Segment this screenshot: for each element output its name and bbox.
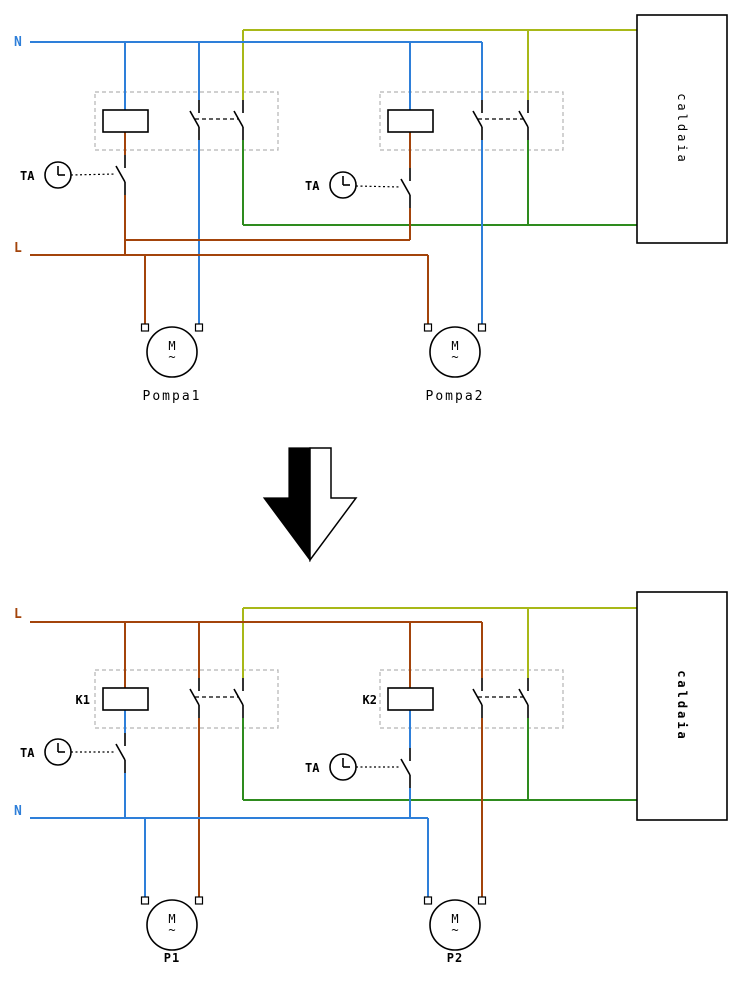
motor-letter: M — [168, 912, 175, 926]
motor-pump2: M ~ P2 — [423, 896, 487, 965]
thermostat2-switch — [400, 168, 411, 208]
line-wires — [30, 132, 429, 324]
relay-k1-no-contact-motor — [189, 678, 200, 718]
boiler-return-wires — [242, 718, 637, 801]
motor-pump1: M ~ Pompa1 — [140, 323, 204, 404]
motor-wave: ~ — [451, 923, 458, 937]
motor-wave: ~ — [451, 350, 458, 364]
relay2-no-contact-boiler — [518, 100, 529, 140]
clock-icon — [44, 161, 72, 189]
relay-k1-no-contact-boiler — [233, 678, 244, 718]
relay-k2-no-contact-motor — [472, 678, 483, 718]
thermostat1-actuator-link — [70, 173, 117, 176]
line-bus-label: L — [14, 607, 22, 622]
thermostat2: TA — [305, 748, 411, 788]
motor-letter: M — [451, 339, 458, 353]
thermostat2: TA — [305, 168, 411, 208]
motor-pump1: M ~ P1 — [140, 896, 204, 965]
relay-k2-label: K2 — [363, 693, 377, 707]
neutral-bus-label: N — [14, 35, 22, 50]
thermostat2-label: TA — [305, 179, 320, 193]
boiler-feed-wires — [242, 29, 637, 100]
relay-k2-dashed-box — [379, 669, 564, 729]
boiler-label: caldaia — [675, 670, 689, 742]
top-diagram: TA TA — [14, 14, 728, 404]
pump1-label: P1 — [164, 951, 180, 965]
relay-k2-coil: K2 — [363, 687, 434, 711]
thermostat1-switch — [115, 733, 126, 773]
relay2-dashed-box — [379, 91, 564, 151]
boiler-label: caldaia — [675, 93, 689, 165]
boiler-return-wires — [242, 140, 637, 226]
bottom-diagram: K1 K2 TA — [14, 591, 728, 965]
thermostat2-label: TA — [305, 761, 320, 775]
thermostat2-actuator-link — [355, 185, 402, 188]
relay1-no-contact-motor — [189, 100, 200, 140]
motor-letter: M — [168, 339, 175, 353]
thermostat1-switch — [115, 155, 126, 195]
thermostat1-label: TA — [20, 746, 35, 760]
motor-wave: ~ — [168, 350, 175, 364]
thermostat2-switch — [400, 748, 411, 788]
clock-icon — [329, 753, 357, 781]
thermostat1: TA — [20, 155, 126, 195]
boiler-box: caldaia — [636, 591, 728, 821]
transform-arrow — [262, 447, 358, 563]
neutral-wires — [30, 41, 483, 324]
relay2-coil — [387, 109, 434, 133]
motor-letter: M — [451, 912, 458, 926]
thermostat1-label: TA — [20, 169, 35, 183]
thermostat1: TA — [20, 733, 126, 773]
neutral-bus-label: N — [14, 804, 22, 819]
clock-icon — [329, 171, 357, 199]
arrow-left-half — [262, 447, 311, 562]
pump2-label: Pompa2 — [426, 389, 485, 404]
pump2-label: P2 — [447, 951, 463, 965]
relay-k2-no-contact-boiler — [518, 678, 529, 718]
neutral-wires — [30, 710, 429, 898]
relay-k1-label: K1 — [76, 693, 90, 707]
pump1-label: Pompa1 — [143, 389, 202, 404]
boiler-feed-wires — [242, 607, 637, 678]
motor-pump2: M ~ Pompa2 — [423, 323, 487, 404]
relay-k1-dashed-box — [94, 669, 279, 729]
arrow-right-half — [309, 447, 358, 563]
boiler-box: caldaia — [636, 14, 728, 244]
clock-icon — [44, 738, 72, 766]
relay-k1-coil: K1 — [76, 687, 149, 711]
motor-wave: ~ — [168, 923, 175, 937]
relay1-dashed-box — [94, 91, 279, 151]
relay1-coil — [102, 109, 149, 133]
line-wires — [30, 621, 483, 898]
relay1-no-contact-boiler — [233, 100, 244, 140]
relay2-no-contact-motor — [472, 100, 483, 140]
line-bus-label: L — [14, 241, 22, 256]
